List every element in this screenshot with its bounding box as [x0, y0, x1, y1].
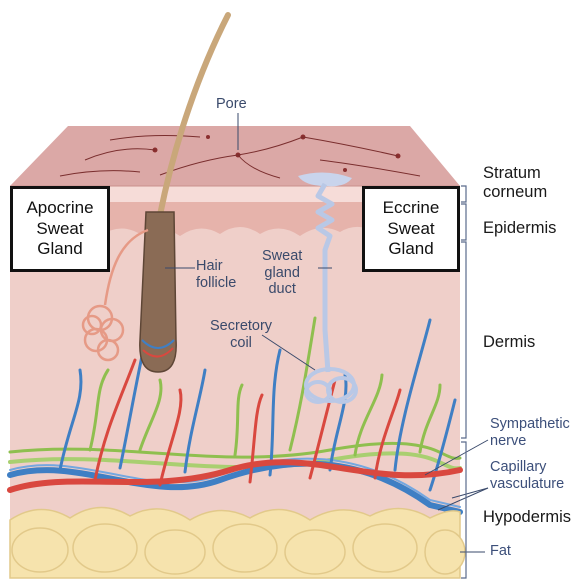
fat-label: Fat [490, 543, 511, 560]
epidermis-label: Epidermis [483, 219, 556, 238]
secretory-coil-label: Secretory coil [210, 318, 272, 351]
fat-layer [10, 507, 465, 578]
capillary-vasculature-label: Capillary vasculature [490, 459, 564, 492]
sweat-gland-duct-label: Sweat gland duct [262, 248, 302, 298]
dermis-label: Dermis [483, 333, 535, 352]
sympathetic-nerve-label: Sympathetic nerve [490, 416, 570, 449]
eccrine-gland-label: Eccrine Sweat Gland [362, 186, 460, 272]
hypodermis-label: Hypodermis [483, 508, 571, 527]
hair-follicle-label: Hair follicle [196, 258, 236, 291]
stratum-corneum-label: Stratum corneum [483, 164, 547, 202]
skin-surface [10, 126, 460, 186]
pore-label: Pore [216, 96, 247, 113]
apocrine-gland-label: Apocrine Sweat Gland [10, 186, 110, 272]
layer-brackets [461, 186, 466, 578]
